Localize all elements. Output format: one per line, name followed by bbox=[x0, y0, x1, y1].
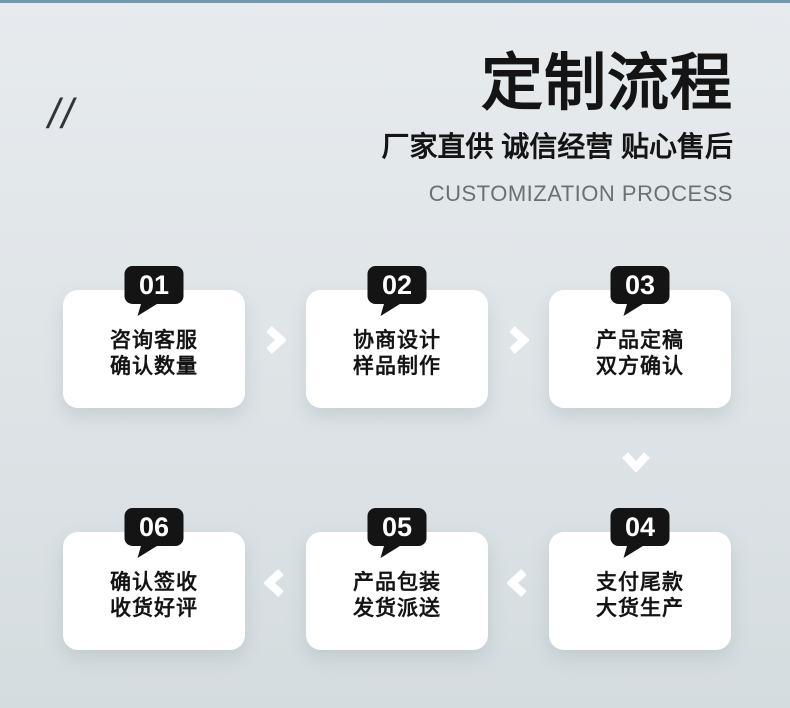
step-number: 05 bbox=[381, 511, 413, 542]
badge-tail bbox=[137, 303, 159, 316]
header: 定制流程 厂家直供 诚信经营 贴心售后 CUSTOMIZATION PROCES… bbox=[381, 52, 733, 206]
step-line-1: 咨询客服 bbox=[110, 329, 198, 352]
step-line-1: 协商设计 bbox=[353, 329, 441, 352]
step-line-1: 产品包装 bbox=[353, 571, 441, 594]
step-number-badge: 03 bbox=[610, 266, 670, 316]
step-card-5: 05 产品包装 发货派送 bbox=[306, 508, 488, 650]
step-number: 01 bbox=[138, 269, 170, 300]
chevron-right-icon bbox=[264, 325, 286, 355]
badge-tail bbox=[623, 545, 645, 558]
step-number-badge: 02 bbox=[367, 266, 427, 316]
step-line-2: 发货派送 bbox=[353, 597, 441, 620]
step-number-badge: 05 bbox=[367, 508, 427, 558]
step-line-2: 确认数量 bbox=[110, 355, 198, 378]
step-number: 06 bbox=[138, 511, 170, 542]
chevron-left-icon bbox=[507, 568, 529, 598]
step-number-badge: 06 bbox=[124, 508, 184, 558]
step-number-badge: 04 bbox=[610, 508, 670, 558]
step-line-2: 大货生产 bbox=[596, 597, 684, 620]
top-accent-line bbox=[0, 0, 790, 3]
step-card-6: 06 确认签收 收货好评 bbox=[63, 508, 245, 650]
badge-tail bbox=[623, 303, 645, 316]
step-line-2: 收货好评 bbox=[110, 597, 198, 620]
page-subtitle-en: CUSTOMIZATION PROCESS bbox=[428, 181, 733, 206]
chevron-down-icon bbox=[621, 450, 651, 472]
chevron-left-icon bbox=[264, 568, 286, 598]
step-description: 咨询客服 确认数量 bbox=[110, 328, 198, 380]
step-number: 02 bbox=[381, 269, 413, 300]
page-title: 定制流程 bbox=[480, 49, 733, 118]
badge-tail bbox=[380, 303, 402, 316]
step-card-2: 02 协商设计 样品制作 bbox=[306, 266, 488, 408]
step-description: 产品定稿 双方确认 bbox=[596, 328, 684, 380]
step-line-1: 产品定稿 bbox=[596, 329, 684, 352]
badge-tail bbox=[137, 545, 159, 558]
page-subtitle: 厂家直供 诚信经营 贴心售后 bbox=[381, 131, 733, 162]
chevron-right-icon bbox=[507, 325, 529, 355]
step-line-2: 双方确认 bbox=[596, 355, 684, 378]
step-line-2: 样品制作 bbox=[353, 355, 441, 378]
step-line-1: 支付尾款 bbox=[596, 571, 684, 594]
step-card-3: 03 产品定稿 双方确认 bbox=[549, 266, 731, 408]
step-description: 支付尾款 大货生产 bbox=[596, 570, 684, 622]
step-description: 协商设计 样品制作 bbox=[353, 328, 441, 380]
step-line-1: 确认签收 bbox=[110, 571, 198, 594]
step-number-badge: 01 bbox=[124, 266, 184, 316]
step-card-4: 04 支付尾款 大货生产 bbox=[549, 508, 731, 650]
step-description: 产品包装 发货派送 bbox=[353, 570, 441, 622]
decorative-slashes: // bbox=[48, 90, 76, 137]
badge-tail bbox=[380, 545, 402, 558]
step-description: 确认签收 收货好评 bbox=[110, 570, 198, 622]
step-number: 04 bbox=[624, 511, 656, 542]
step-number: 03 bbox=[624, 269, 656, 300]
step-card-1: 01 咨询客服 确认数量 bbox=[63, 266, 245, 408]
